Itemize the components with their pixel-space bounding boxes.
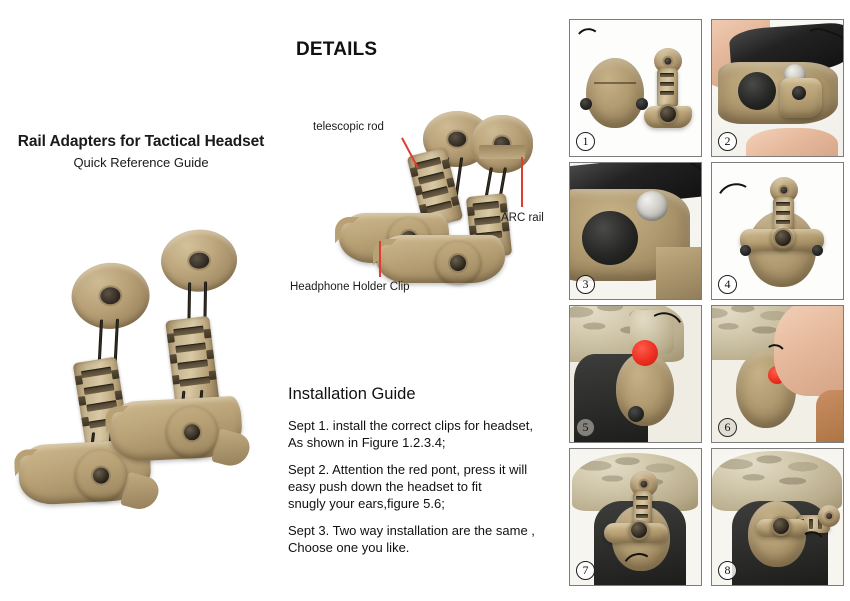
product-overview-column: Rail Adapters for Tactical Headset Quick… (0, 0, 282, 601)
earcup-pad (628, 406, 644, 422)
photo-grid-row: 5 6 (569, 305, 844, 443)
installation-photo-grid: 1 2 (569, 19, 844, 586)
photo-cell-5[interactable]: 5 (569, 305, 702, 443)
arc-rail-slot-detail (479, 145, 525, 159)
photo-3-image (570, 163, 701, 299)
adapter-pivot (770, 515, 792, 537)
photo-badge-2: 2 (718, 132, 737, 151)
photo-cell-6[interactable]: 6 (711, 305, 844, 443)
adapter-knob (818, 505, 840, 527)
photo-cell-3[interactable]: 3 (569, 162, 702, 300)
photo-4-image (712, 163, 843, 299)
red-press-point-marker (632, 340, 658, 366)
photo-7-image (570, 449, 701, 585)
details-diagram: telescopic rod ARC rail Headphone Holder… (283, 105, 558, 310)
page-subtitle: Quick Reference Guide (73, 155, 209, 170)
rail-adapter-assembly-right (104, 226, 277, 484)
leader-line-headphone-holder-clip (379, 241, 381, 277)
metal-cap (636, 191, 668, 221)
installation-step-1: Sept 1. install the correct clips for he… (288, 418, 533, 450)
photo-cell-2[interactable]: 2 (711, 19, 844, 157)
sleeve (816, 390, 843, 442)
hand-bottom (746, 128, 838, 156)
adapter-pivot (770, 225, 796, 251)
installation-step-2: Sept 2. Attention the red pont, press it… (288, 462, 528, 511)
adapter-pivot (658, 104, 678, 124)
arc-rail-disc (471, 115, 533, 173)
installation-guide-heading: Installation Guide (288, 385, 416, 403)
connector-pad-right (636, 98, 648, 110)
black-pad (582, 211, 638, 265)
callout-label-headphone-holder-clip: Headphone Holder Clip (290, 281, 410, 293)
photo-6-image (712, 306, 843, 442)
photo-cell-4[interactable]: 4 (711, 162, 844, 300)
earcup (586, 58, 644, 128)
photo-badge-8: 8 (718, 561, 737, 580)
photo-grid-row: 3 4 (569, 162, 844, 300)
photo-badge-4: 4 (718, 275, 737, 294)
photo-badge-5: 5 (576, 418, 595, 437)
clip-pivot-right (435, 241, 481, 285)
photo-badge-1: 1 (576, 132, 595, 151)
adapter-pivot (628, 519, 650, 541)
arc-rail-piece (165, 315, 220, 407)
detail-unit-right (373, 115, 563, 305)
telescopic-knob (159, 227, 239, 294)
connector-pad-left (580, 98, 592, 110)
hand (774, 306, 843, 396)
installation-step-3: Sept 3. Two way installation are the sam… (288, 523, 535, 555)
photo-1-image (570, 20, 701, 156)
photo-cell-8[interactable]: 8 (711, 448, 844, 586)
details-heading: DETAILS (296, 39, 378, 60)
photo-cell-7[interactable]: 7 (569, 448, 702, 586)
callout-label-arc-rail: ARC rail (501, 212, 544, 224)
adapter-rail (657, 68, 678, 108)
photo-badge-7: 7 (576, 561, 595, 580)
clip-hole (792, 86, 806, 100)
black-pad (738, 72, 776, 110)
photo-grid-row: 1 2 (569, 19, 844, 157)
leader-line-arc-rail (521, 157, 523, 207)
photo-badge-6: 6 (718, 418, 737, 437)
lower-body (656, 247, 701, 299)
photo-badge-3: 3 (576, 275, 595, 294)
connector-pad-left (740, 245, 751, 256)
photo-cell-1[interactable]: 1 (569, 19, 702, 157)
installation-steps-list: Sept 1. install the correct clips for he… (288, 418, 556, 567)
photo-2-image (712, 20, 843, 156)
photo-grid-row: 7 8 (569, 448, 844, 586)
page-title: Rail Adapters for Tactical Headset (17, 133, 265, 150)
hero-product-photo (8, 227, 276, 518)
photo-8-image (712, 449, 843, 585)
details-and-instructions-column: DETAILS (283, 0, 558, 601)
connector-pad-right (812, 245, 823, 256)
callout-label-telescopic-rod: telescopic rod (313, 121, 384, 133)
